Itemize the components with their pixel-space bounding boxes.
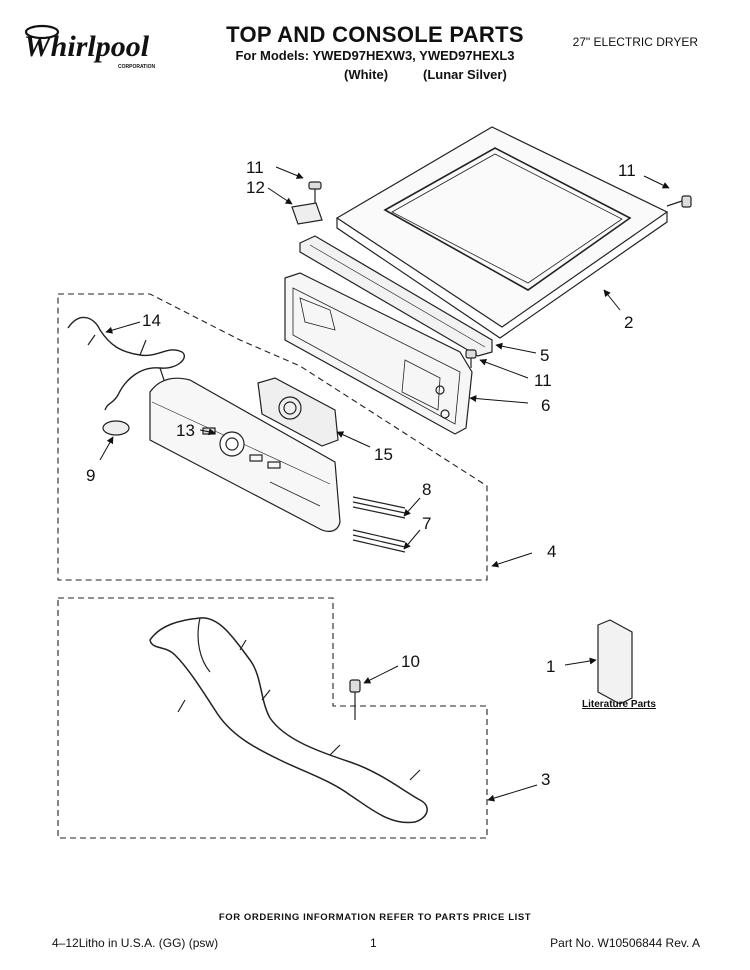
part-number: Part No. W10506844 Rev. A xyxy=(550,936,700,950)
callout-12: 12 xyxy=(246,178,265,197)
harness-assembly-boundary xyxy=(57,597,488,839)
callout-10: 10 xyxy=(401,652,420,671)
knob-9 xyxy=(102,420,130,436)
callout-14: 14 xyxy=(142,311,161,330)
callout-11-mid: 11 xyxy=(534,371,552,390)
control-board xyxy=(257,377,339,447)
clip-12 xyxy=(291,202,323,225)
page-title: TOP AND CONSOLE PARTS xyxy=(226,22,524,47)
top-panel xyxy=(335,126,669,339)
variant-silver: (Lunar Silver) xyxy=(423,67,507,82)
models-line: For Models: YWED97HEXW3, YWED97HEXL3 xyxy=(235,48,515,63)
thermistor-10 xyxy=(349,679,361,720)
brand-sub: CORPORATION xyxy=(118,64,156,70)
callout-9: 9 xyxy=(86,466,95,485)
callout-11-right: 11 xyxy=(618,161,636,180)
callout-13: 13 xyxy=(176,421,195,440)
literature-box xyxy=(597,619,633,705)
harness-3 xyxy=(149,617,428,824)
callout-3: 3 xyxy=(541,770,550,789)
console-assembly-boundary xyxy=(57,293,488,581)
literature-parts-label: Literature Parts xyxy=(582,699,656,710)
console-frame xyxy=(284,272,473,435)
ordering-note: FOR ORDERING INFORMATION REFER TO PARTS … xyxy=(218,912,532,923)
brand-wordmark: Whirlpool xyxy=(24,30,150,63)
screw-11b xyxy=(666,195,692,208)
callout-8: 8 xyxy=(422,480,431,499)
whirlpool-logo: Whirlpool CORPORATION xyxy=(24,24,156,70)
callout-11-upper-left: 11 xyxy=(246,158,264,177)
leader-lines xyxy=(99,166,670,802)
callout-7: 7 xyxy=(422,514,431,533)
ribbon-7 xyxy=(352,529,406,553)
callout-2: 2 xyxy=(624,313,633,332)
callout-15: 15 xyxy=(374,445,393,464)
harness-14 xyxy=(67,316,185,411)
screw-11c xyxy=(465,349,477,368)
product-type: 27" ELECTRIC DRYER xyxy=(572,35,698,49)
litho-info: 4–12Litho in U.S.A. (GG) (psw) xyxy=(52,936,219,950)
callout-1: 1 xyxy=(546,657,555,676)
page-number: 1 xyxy=(370,936,377,950)
callout-4: 4 xyxy=(547,542,556,561)
rear-bracket xyxy=(299,235,493,357)
variant-white: (White) xyxy=(344,67,389,82)
callout-5: 5 xyxy=(540,346,549,365)
ribbon-8 xyxy=(352,496,406,519)
callout-6: 6 xyxy=(541,396,550,415)
